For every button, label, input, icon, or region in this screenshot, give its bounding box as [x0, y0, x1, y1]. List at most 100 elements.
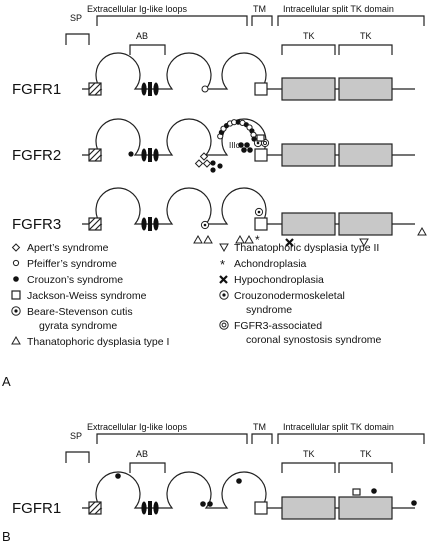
legend-item-beare-stevenson: Beare-Stevenson cutis	[27, 306, 133, 318]
tk2-box-fgfr1	[338, 77, 393, 101]
legend-item-crouzonodermoskeletal-line2: syndrome	[246, 304, 292, 316]
header-tk-domain: Intracellular split TK domain	[283, 4, 394, 14]
legend-asterisk-icon: *	[220, 257, 225, 272]
tm-box-fgfr3	[254, 217, 268, 231]
mark-apert-fgfr2-2	[194, 159, 204, 168]
iiic-mutation-cluster	[217, 119, 257, 142]
bracket-sp	[65, 33, 90, 45]
bracket-tk-domain-b	[277, 433, 425, 444]
panel-label-b: B	[2, 529, 11, 544]
legend-item-fgfr3-coronal: FGFR3-associated	[234, 320, 322, 332]
bracket-ig-loops-b	[96, 433, 248, 444]
legend-item-jackson-weiss: Jackson-Weiss syndrome	[27, 290, 147, 302]
backbone-fgfr1	[82, 52, 415, 90]
header-sp: SP	[70, 13, 82, 23]
mark-dot-circle-fgfr3-tm	[254, 207, 264, 217]
mark-crouzon-fgfr2-ig1	[128, 151, 134, 157]
legend-double-circle-icon	[219, 320, 229, 330]
bracket-tk-2	[338, 44, 393, 55]
receptor-fgfr3: FGFR3 *	[12, 187, 427, 248]
header-tk-1: TK	[303, 31, 315, 41]
tm-box-fgfr1-b	[254, 501, 268, 515]
tk1-box-fgfr1-b	[281, 496, 336, 520]
gene-label-fgfr3: FGFR3	[12, 216, 61, 233]
mark-td1-fgfr3-c	[235, 234, 245, 244]
header-tm-b: TM	[253, 422, 266, 432]
backbone-fgfr3	[82, 187, 415, 225]
tk1-box-fgfr2	[281, 143, 336, 167]
bracket-ab	[129, 44, 166, 55]
acid-box-fgfr3	[141, 217, 159, 231]
tm-box-fgfr1	[254, 82, 268, 96]
mark-crouzon-fgfr2-b	[210, 167, 216, 173]
bracket-tm-b	[251, 433, 273, 444]
receptor-fgfr1-b: FGFR1	[12, 471, 417, 520]
legend-item-td1: Thanatophoric dysplasia type I	[27, 336, 169, 348]
mark-crouzon-fgfr2-f	[241, 147, 247, 153]
backbone-fgfr1-b	[82, 471, 415, 509]
sp-box-fgfr1	[88, 82, 102, 96]
bracket-tk-1-b	[281, 462, 336, 473]
mark-variant-ig1-b	[115, 473, 121, 479]
legend-down-triangle-icon	[219, 243, 229, 253]
tk2-box-fgfr2	[338, 143, 393, 167]
legend: Apert’s syndrome Pfeiffer’s syndrome Cro…	[11, 242, 382, 348]
mark-crouzon-fgfr2-g	[247, 147, 253, 153]
tm-box-fgfr2	[254, 148, 268, 162]
header-tk-1-b: TK	[303, 449, 315, 459]
tk1-box-fgfr1	[281, 77, 336, 101]
bracket-ig-loops	[96, 15, 248, 26]
mark-variant-ig3-b-2	[207, 501, 213, 507]
legend-item-achondroplasia: Achondroplasia	[234, 258, 307, 270]
header-ig-loops: Extracellular Ig-like loops	[87, 4, 188, 14]
bracket-tm	[251, 15, 273, 26]
mark-crouzon-fgfr2-c	[217, 163, 223, 169]
header-ab: AB	[136, 31, 148, 41]
legend-item-beare-stevenson-line2: gyrata syndrome	[39, 320, 117, 332]
acid-box-fgfr1	[141, 82, 159, 96]
panel-b-headers: SP Extracellular Ig-like loops AB TM Int…	[65, 422, 425, 473]
header-sp-b: SP	[70, 431, 82, 441]
legend-item-hypochondroplasia: Hypochondroplasia	[234, 274, 324, 286]
backbone-fgfr2	[82, 118, 415, 156]
bracket-tk-1	[281, 44, 336, 55]
gene-label-fgfr1: FGFR1	[12, 81, 61, 98]
legend-item-apert: Apert’s syndrome	[27, 242, 109, 254]
header-ig-loops-b: Extracellular Ig-like loops	[87, 422, 188, 432]
legend-filled-circle-icon	[13, 276, 19, 282]
header-tk-2-b: TK	[360, 449, 372, 459]
tk2-box-fgfr1-b	[338, 496, 393, 520]
legend-open-square-icon	[11, 290, 21, 300]
sp-box-fgfr2	[88, 148, 102, 162]
mark-td1-fgfr3-b	[203, 234, 213, 244]
mark-achondroplasia-fgfr3: *	[255, 233, 260, 247]
acid-box-fgfr1-b	[141, 501, 159, 515]
mark-crouzon-fgfr2-a	[210, 160, 216, 166]
tk1-box-fgfr3	[281, 212, 336, 236]
legend-open-circle-icon	[12, 259, 20, 267]
acid-box-fgfr2	[141, 148, 159, 162]
legend-item-crouzon: Crouzon’s syndrome	[27, 274, 123, 286]
mark-td2-fgfr3	[359, 238, 369, 248]
header-tk-2: TK	[360, 31, 372, 41]
gene-label-fgfr2: FGFR2	[12, 147, 61, 164]
bracket-tk-2-b	[338, 462, 393, 473]
legend-diamond-icon	[11, 243, 21, 252]
mark-variant-tk2-square-b	[352, 488, 361, 496]
legend-item-crouzonodermoskeletal: Crouzonodermoskeletal	[234, 290, 345, 302]
mark-td1-fgfr3-a	[193, 234, 203, 244]
mark-crouzon-fgfr2-d	[238, 142, 244, 148]
receptor-fgfr2: FGFR2 IIIc	[12, 118, 415, 173]
gene-label-fgfr1-b: FGFR1	[12, 500, 61, 517]
legend-triangle-icon	[11, 335, 21, 345]
bracket-sp-b	[65, 451, 90, 463]
mark-dot-circle-fgfr3-ig3	[200, 220, 210, 230]
sp-box-fgfr1-b	[88, 501, 102, 515]
mark-pfeiffer-fgfr1	[201, 85, 209, 93]
legend-item-fgfr3-coronal-line2: coronal synostosis syndrome	[246, 334, 382, 346]
mark-td1-fgfr3-d	[244, 234, 254, 244]
mark-jackson-weiss-fgfr2	[256, 134, 265, 142]
mark-variant-ig3-b-3	[236, 478, 242, 484]
legend-cross-icon	[219, 275, 228, 284]
